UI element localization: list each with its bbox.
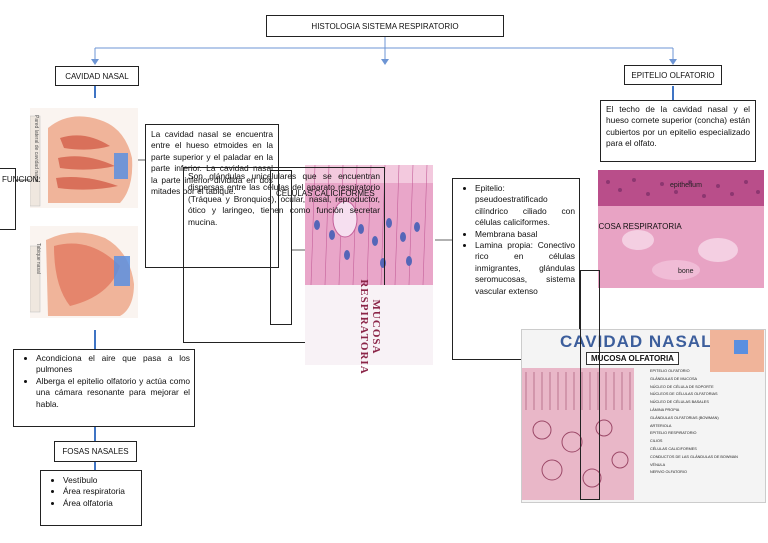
root-title: HISTOLOGIA SISTEMA RESPIRATORIO [311, 21, 459, 31]
function-label-box: FUNCION: [0, 168, 41, 230]
legend-item: NÚCLEO DE CÉLULAS BASALES [650, 400, 709, 405]
fosas-item: Área respiratoria [63, 486, 139, 497]
legend-item: CÉLULAS CALICIFORMES [650, 446, 697, 451]
mucosa-title-vertical: MUCOSA RESPIRATORIA [305, 279, 433, 375]
caliciformes-text: Son glándulas unicelulares que se encuen… [188, 171, 380, 227]
respiratory-histology-image [305, 165, 433, 285]
legend-item: NÚCLEOS DE CÉLULAS OLFATORIAS [650, 392, 718, 397]
function-item: Alberga el epitelio olfatorio y actúa co… [36, 376, 190, 410]
legend-item: ARTERIOLA [650, 423, 672, 428]
cavidad-nasal-label: CAVIDAD NASAL [65, 71, 129, 81]
cavidad-nasal-header: CAVIDAD NASAL [55, 66, 139, 86]
legend-item: EPITELIO RESPIRATORIO [650, 431, 697, 436]
olfactory-micro-image: epithelium bone MUCOSA RESPIRATORIA [598, 170, 764, 288]
epitelio-olfatorio-label: EPITELIO OLFATORIO [631, 70, 715, 80]
olfactory-description-box: El techo de la cavidad nasal y el hueso … [600, 100, 756, 162]
legend-item: NERVIO OLFATORIO [650, 470, 687, 475]
legend-item: GLÁNDULAS OLFATORIAS (BOWMAN) [650, 415, 719, 420]
legend-item: CONDUCTOS DE LAS GLÁNDULAS DE BOWMAN [650, 454, 738, 459]
legend-item: VÉNULA [650, 462, 666, 467]
fosas-item: Área olfatoria [63, 498, 139, 509]
micro-label-bone: bone [678, 268, 694, 275]
caliciformes-label: CÉLULAS CALICIFORMES [276, 189, 375, 198]
legend-item: EPITELIO OLFATORIO [650, 369, 690, 373]
fosas-nasales-header: FOSAS NASALES [54, 441, 137, 462]
root-title-box: HISTOLOGIA SISTEMA RESPIRATORIO [266, 15, 504, 37]
fosas-item: Vestíbulo [63, 475, 139, 486]
image-caption-2: Tabique nasal [35, 243, 41, 274]
mucosa-item: Lamina propia: Conectivo rico en células… [475, 240, 575, 297]
function-box: Acondiciona el aire que pasa a los pulmo… [13, 349, 195, 427]
nasal-description: La cavidad nasal se encuentra entre el h… [151, 129, 273, 197]
function-item: Acondiciona el aire que pasa a los pulmo… [36, 353, 190, 376]
function-list: Acondiciona el aire que pasa a los pulmo… [14, 353, 190, 410]
nasal-description-box: La cavidad nasal se encuentra entre el h… [145, 124, 279, 268]
olfactory-poster: CAVIDAD NASAL MUCOSA OLFATORIA EPITELIO … [521, 329, 766, 503]
legend-item: GLÁNDULAS DE MUCOSA [650, 376, 698, 381]
micro-label-mucosa: MUCOSA RESPIRATORIA [598, 222, 682, 231]
poster-title: CAVIDAD NASAL [560, 332, 713, 351]
function-label: FUNCION: [2, 175, 41, 184]
mucosa-item: Membrana basal [475, 229, 575, 240]
legend-item: NÚCLEO DE CÉLULA DE SOPORTE [650, 384, 714, 389]
legend-item: LÁMINA PROPIA [650, 407, 680, 412]
poster-legend: EPITELIO OLFATORIO GLÁNDULAS DE MUCOSA N… [650, 368, 762, 477]
mucosa-list: Epitelio: pseudoestratificado cilíndrico… [453, 183, 575, 297]
nasal-wall-image: Pared lateral de cavidad nasal [30, 108, 138, 208]
mucosa-item: Epitelio: pseudoestratificado cilíndrico… [475, 183, 575, 229]
olfactory-description: El techo de la cavidad nasal y el hueso … [606, 104, 750, 149]
connector-box-right [580, 270, 600, 500]
micro-label-epithelium: epithelium [670, 182, 702, 189]
fosas-nasales-label: FOSAS NASALES [62, 447, 129, 456]
legend-item: CILIOS [650, 439, 663, 444]
fosas-list-box: Vestíbulo Área respiratoria Área olfator… [40, 470, 142, 526]
caliciformes-box: Son glándulas unicelulares que se encuen… [183, 167, 385, 343]
nasal-septum-image: Tabique nasal [30, 226, 138, 318]
fosas-list: Vestíbulo Área respiratoria Área olfator… [41, 475, 139, 509]
poster-subtitle: MUCOSA OLFATORIA [586, 352, 679, 365]
caliciformes-label-box: CÉLULAS CALICIFORMES [270, 170, 375, 325]
epitelio-olfatorio-header: EPITELIO OLFATORIO [624, 65, 722, 85]
